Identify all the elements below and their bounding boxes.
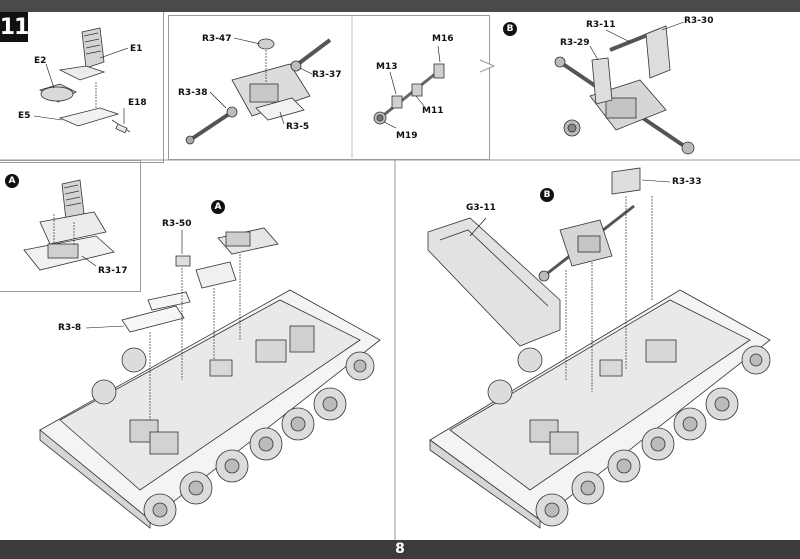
part-label-m19: M19	[396, 131, 418, 141]
part-label-r3-11: R3-11	[586, 20, 616, 30]
part-label-r3-30: R3-30	[684, 16, 714, 26]
part-label-e2: E2	[34, 56, 47, 66]
callout-a-top: A	[5, 174, 19, 188]
part-label-e5: E5	[18, 111, 31, 121]
part-label-e18: E18	[128, 98, 147, 108]
callout-a-main: A	[211, 200, 225, 214]
callout-b-main: B	[540, 188, 554, 202]
part-label-r3-8: R3-8	[58, 323, 82, 333]
part-label-m11: M11	[422, 106, 444, 116]
part-label-e1: E1	[130, 44, 143, 54]
part-label-r3-50: R3-50	[162, 219, 192, 229]
top-frame-bar	[0, 0, 800, 12]
callout-b-top: B	[503, 22, 517, 36]
page-number: 8	[395, 541, 405, 557]
part-label-r3-5: R3-5	[286, 122, 310, 132]
part-label-r3-37: R3-37	[312, 70, 342, 80]
part-label-r3-33: R3-33	[672, 177, 702, 187]
part-label-r3-17: R3-17	[98, 266, 128, 276]
bottom-frame-bar	[0, 540, 800, 559]
part-label-r3-47: R3-47	[202, 34, 232, 44]
part-label-r3-38: R3-38	[178, 88, 208, 98]
seat-subassembly-panel	[0, 12, 164, 163]
step-number-badge: 11	[0, 12, 29, 42]
part-label-r3-29: R3-29	[560, 38, 590, 48]
part-label-g3-11: G3-11	[466, 203, 496, 213]
part-label-m16: M16	[432, 34, 454, 44]
part-label-m13: M13	[376, 62, 398, 72]
